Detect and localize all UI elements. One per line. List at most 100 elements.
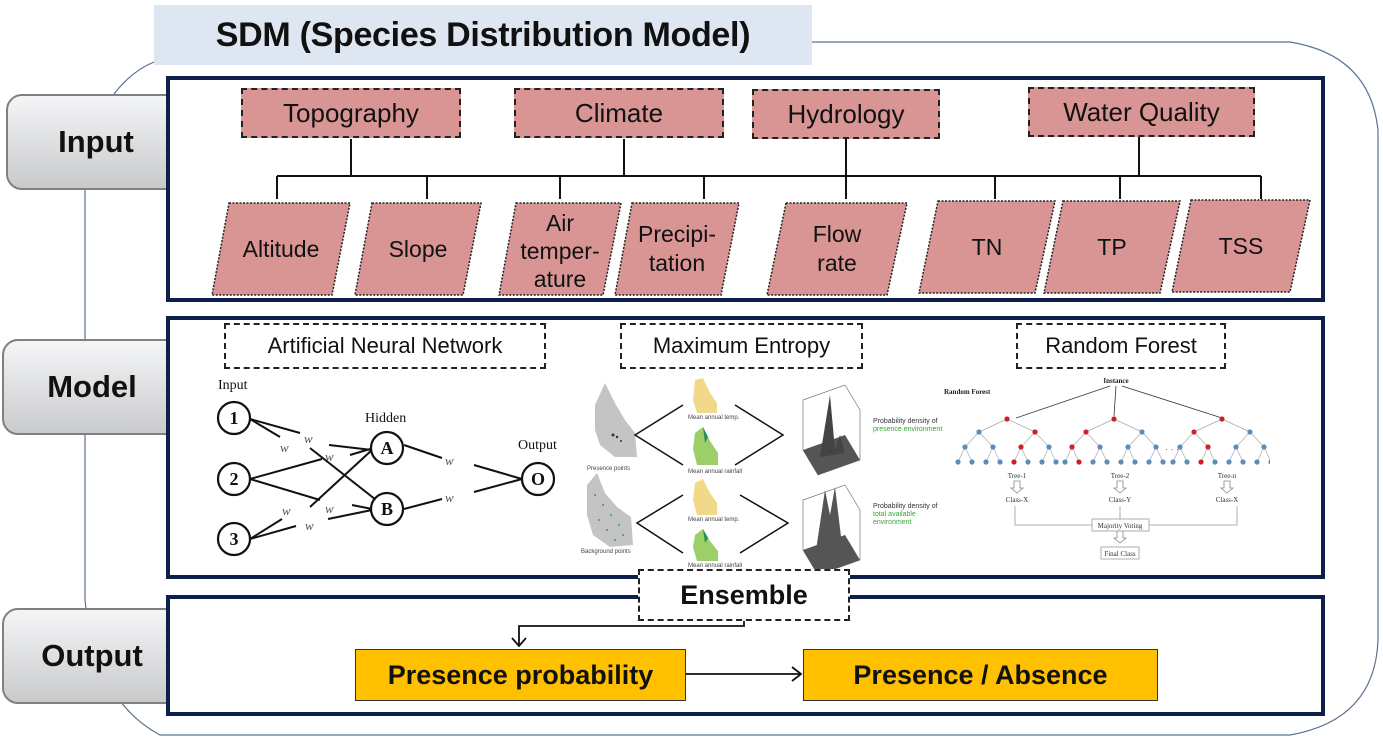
maxent-diagram: Presence points Background points Mean a… [581, 378, 942, 570]
rf-edge [1141, 431, 1157, 448]
ann-node [520, 461, 556, 497]
rf-voting: Majority Voting [1098, 522, 1143, 530]
rf-edge [1256, 446, 1265, 463]
rf-node [1254, 459, 1260, 465]
rf-edge [1041, 446, 1050, 463]
category-climate: Climate [514, 88, 724, 138]
rf-edge [1148, 446, 1157, 463]
rf-node [976, 429, 982, 435]
stage-input: Input [6, 94, 186, 190]
rf-edge [1071, 446, 1080, 463]
leaf-slope: Slope [354, 202, 482, 296]
maxent-layer-2: Mean annual rainfall [688, 469, 742, 475]
ann-weight: w [445, 453, 454, 468]
rf-node [1062, 459, 1068, 465]
background-map [587, 473, 633, 547]
rf-node [1076, 459, 1082, 465]
ann-node [369, 430, 405, 466]
rf-node [1004, 416, 1010, 422]
rf-edge [1179, 446, 1188, 463]
rf-node [990, 444, 996, 450]
rf-node [1226, 459, 1232, 465]
rf-tree-1-class: Class-X [1006, 496, 1029, 504]
rf-node [1053, 459, 1059, 465]
rf-node [1240, 459, 1246, 465]
rf-node [969, 459, 975, 465]
rf-node [983, 459, 989, 465]
presence-absence-box: Presence / Absence [803, 649, 1158, 701]
rf-node [1268, 459, 1270, 465]
rf-edge [1006, 418, 1036, 433]
ann-output-o: O [531, 469, 545, 489]
rf-tree-n-class: Class-X [1216, 496, 1239, 504]
leaf-tss: TSS [1171, 199, 1311, 293]
maxent-layer-1: Mean annual temp. [688, 415, 740, 421]
ann-label-hidden: Hidden [365, 411, 406, 426]
random-forest-diagram: Random Forest Instance · · · Tree-1 Tree… [944, 377, 1270, 560]
rf-final: Final Class [1104, 550, 1136, 558]
rf-node [1097, 444, 1103, 450]
stage-output: Output [2, 608, 182, 704]
rf-tree-2-class: Class-Y [1109, 496, 1132, 504]
rf-node [1125, 444, 1131, 450]
rf-tree-2-name: Tree-2 [1111, 472, 1130, 480]
rf-node [1205, 444, 1211, 450]
density-bottom-line3: environment [873, 519, 912, 526]
rf-node [1198, 459, 1204, 465]
rf-node [1083, 429, 1089, 435]
rf-node [1032, 429, 1038, 435]
rf-edge [1235, 431, 1251, 448]
density-top-line1: Probability density of [873, 418, 938, 425]
ann-input-2: 2 [230, 469, 239, 489]
rf-tree-1-name: Tree-1 [1008, 472, 1027, 480]
ann-node [216, 521, 252, 557]
rf-edge [1263, 446, 1270, 461]
rf-node [1160, 459, 1166, 465]
rf-edge [1221, 418, 1251, 433]
rf-edge [1120, 446, 1129, 463]
rf-edge [1013, 446, 1022, 463]
presence-probability-box: Presence probability [355, 649, 686, 701]
rf-node [1039, 459, 1045, 465]
ann-weight: w [445, 490, 454, 505]
rf-edge [1064, 446, 1073, 463]
rf-edge [1200, 446, 1209, 463]
ann-weight: w [325, 449, 334, 464]
density-plot-top [802, 384, 861, 476]
leaf-tp: TP [1043, 200, 1181, 294]
rf-node [1139, 429, 1145, 435]
rf-edge [1048, 446, 1057, 463]
rf-edge [978, 418, 1008, 433]
rf-edge [1228, 446, 1237, 463]
rf-node [1191, 429, 1197, 435]
rf-node [1069, 444, 1075, 450]
maxent-layer-3: Mean annual temp. [688, 517, 740, 523]
ann-input-3: 3 [230, 529, 239, 549]
method-random-forest: Random Forest [1016, 323, 1226, 369]
presence-label: Presence points [587, 466, 630, 472]
rf-node [1170, 459, 1176, 465]
rf-edge [1172, 446, 1181, 463]
rf-edge [978, 431, 994, 448]
rf-edge [1034, 431, 1050, 448]
rf-edge [1092, 446, 1101, 463]
ann-node [216, 461, 252, 497]
leaf-label: Flow rate [812, 221, 862, 276]
rf-edge [1207, 446, 1216, 463]
rf-node [1011, 459, 1017, 465]
rf-node [1018, 444, 1024, 450]
rf-node [1025, 459, 1031, 465]
rf-edge [992, 446, 1001, 463]
rf-edge [1127, 446, 1136, 463]
ann-diagram: 1 2 3 A B O Input Hidden Output w w w w … [216, 378, 557, 557]
rf-title: Random Forest [944, 388, 991, 396]
background-label: Background points [581, 549, 631, 555]
leaf-label: TN [971, 233, 1003, 260]
rf-node [1118, 459, 1124, 465]
density-bottom-line1: Probability density of [873, 503, 938, 510]
ann-weight: w [282, 503, 291, 518]
ann-weight: w [304, 431, 313, 446]
category-topography: Topography [241, 88, 461, 138]
